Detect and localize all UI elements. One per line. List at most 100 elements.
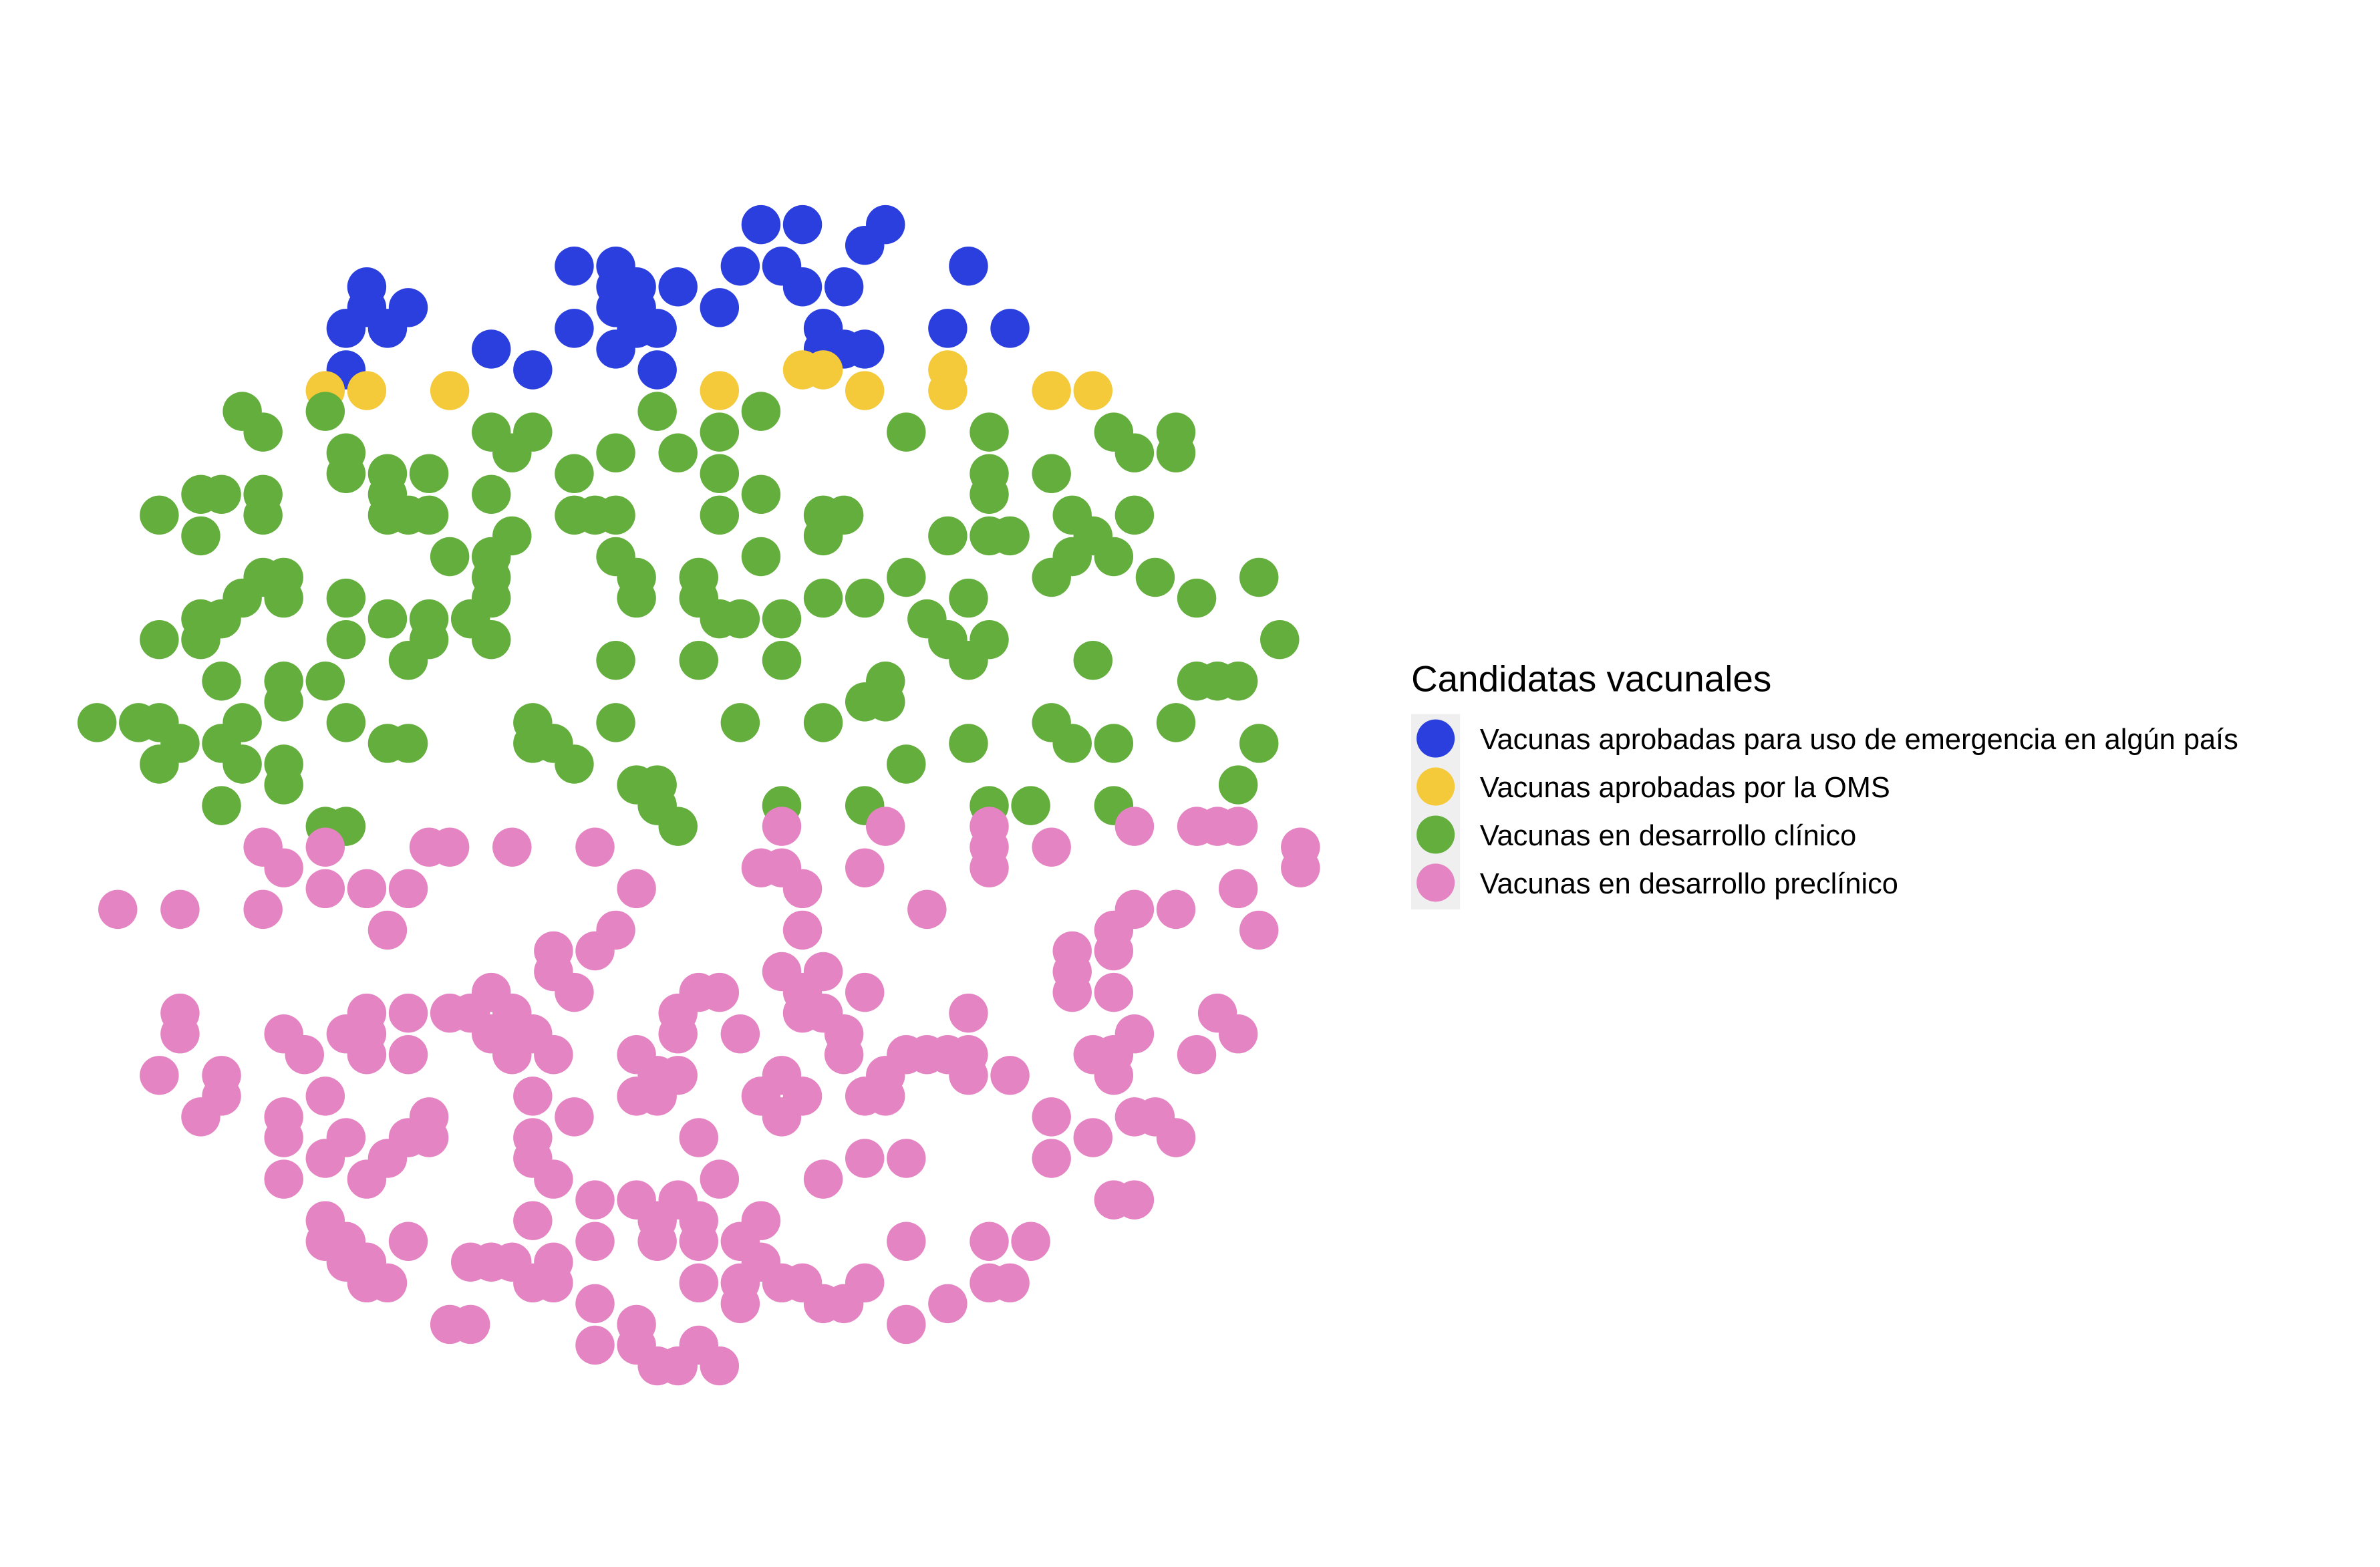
- dot-series-0: [555, 309, 594, 348]
- dot-series-3: [1073, 1118, 1113, 1157]
- dot-series-3: [990, 1263, 1030, 1303]
- dot-series-3: [305, 869, 345, 909]
- dot-series-3: [1218, 807, 1258, 846]
- dot-series-3: [700, 972, 740, 1012]
- dot-series-0: [824, 267, 864, 307]
- dot-series-3: [555, 972, 594, 1012]
- dot-series-3: [617, 869, 656, 909]
- dot-series-3: [575, 1284, 615, 1324]
- dot-series-3: [160, 889, 200, 930]
- legend-key-3: [1417, 863, 1455, 902]
- dot-series-2: [472, 474, 511, 515]
- dot-series-3: [160, 1014, 200, 1054]
- dot-series-2: [1114, 433, 1155, 472]
- dot-series-3: [181, 1097, 220, 1137]
- dot-series-2: [430, 537, 470, 577]
- dot-series-2: [700, 495, 740, 535]
- dot-series-2: [928, 516, 968, 556]
- dot-series-3: [824, 1284, 864, 1324]
- dot-series-0: [845, 329, 885, 369]
- dot-series-3: [555, 1097, 594, 1137]
- dot-series-2: [472, 619, 511, 660]
- dot-series-3: [866, 1077, 905, 1116]
- dot-series-3: [98, 889, 138, 930]
- dot-series-3: [700, 1159, 740, 1199]
- dot-series-3: [637, 1077, 677, 1116]
- dot-series-3: [264, 1159, 303, 1199]
- dot-series-3: [534, 1159, 573, 1199]
- dot-series-2: [77, 703, 117, 742]
- dot-series-2: [762, 599, 802, 639]
- dot-series-2: [1156, 703, 1196, 742]
- dot-series-2: [637, 392, 677, 431]
- legend-key-0: [1417, 719, 1455, 758]
- dot-series-2: [1032, 454, 1071, 493]
- dot-series-3: [824, 1035, 864, 1075]
- dot-series-0: [637, 350, 677, 390]
- dot-series-3: [1011, 1222, 1050, 1261]
- dot-series-2: [264, 682, 303, 722]
- dot-series-3: [409, 1118, 449, 1157]
- dot-series-0: [555, 246, 594, 286]
- dot-series-3: [1032, 1139, 1071, 1178]
- dot-series-1: [430, 371, 470, 410]
- dot-series-3: [388, 869, 428, 909]
- dot-series-3: [575, 1325, 615, 1365]
- dot-series-2: [222, 744, 262, 784]
- dot-series-3: [845, 972, 885, 1012]
- dot-series-3: [1156, 889, 1196, 930]
- dot-series-1: [928, 371, 968, 410]
- dot-series-2: [326, 703, 366, 742]
- dot-series-1: [700, 371, 740, 410]
- dot-series-2: [887, 744, 926, 784]
- dot-series-2: [326, 454, 366, 493]
- dot-series-1: [803, 350, 843, 390]
- dot-series-3: [762, 807, 802, 846]
- legend-label-2: Vacunas en desarrollo clínico: [1480, 820, 1856, 852]
- dot-series-3: [658, 1014, 698, 1054]
- dot-series-0: [949, 246, 988, 286]
- dot-series-3: [450, 1304, 490, 1344]
- dot-series-2: [803, 703, 843, 742]
- dot-series-2: [305, 662, 345, 701]
- dot-series-2: [1239, 724, 1279, 763]
- dot-series-2: [658, 433, 698, 472]
- dot-series-2: [949, 724, 988, 763]
- dot-series-2: [617, 578, 656, 618]
- dot-series-3: [347, 869, 387, 909]
- dot-series-2: [741, 537, 781, 577]
- legend-title: Candidatas vacunales: [1411, 658, 1771, 699]
- dot-series-2: [1094, 724, 1134, 763]
- dot-series-3: [887, 1139, 926, 1178]
- dot-series-2: [1239, 557, 1279, 597]
- dot-series-2: [970, 412, 1009, 452]
- dot-series-2: [970, 474, 1009, 515]
- dot-series-3: [140, 1056, 179, 1095]
- dot-series-2: [243, 495, 283, 535]
- dot-series-2: [1114, 495, 1155, 535]
- dot-series-3: [264, 1118, 303, 1157]
- dot-series-3: [679, 1222, 718, 1261]
- dot-series-3: [1281, 848, 1320, 887]
- dot-series-2: [1073, 641, 1113, 680]
- dot-series-3: [1032, 827, 1071, 867]
- dot-series-2: [845, 578, 885, 618]
- dot-series-3: [1218, 869, 1258, 909]
- dot-series-3: [305, 1139, 345, 1178]
- dot-series-3: [866, 807, 905, 846]
- dot-series-3: [887, 1222, 926, 1261]
- dot-series-3: [845, 1139, 885, 1178]
- dot-series-2: [596, 433, 635, 472]
- dot-series-3: [575, 827, 615, 867]
- dot-series-2: [1218, 662, 1258, 701]
- dot-series-2: [700, 454, 740, 493]
- dot-series-3: [970, 1222, 1009, 1261]
- legend-label-1: Vacunas aprobadas por la OMS: [1480, 772, 1890, 804]
- dot-series-2: [555, 454, 594, 493]
- dot-series-2: [181, 516, 220, 556]
- dot-series-2: [202, 662, 241, 701]
- dot-series-2: [202, 474, 241, 515]
- dot-series-2: [264, 578, 303, 618]
- dot-series-2: [305, 392, 345, 431]
